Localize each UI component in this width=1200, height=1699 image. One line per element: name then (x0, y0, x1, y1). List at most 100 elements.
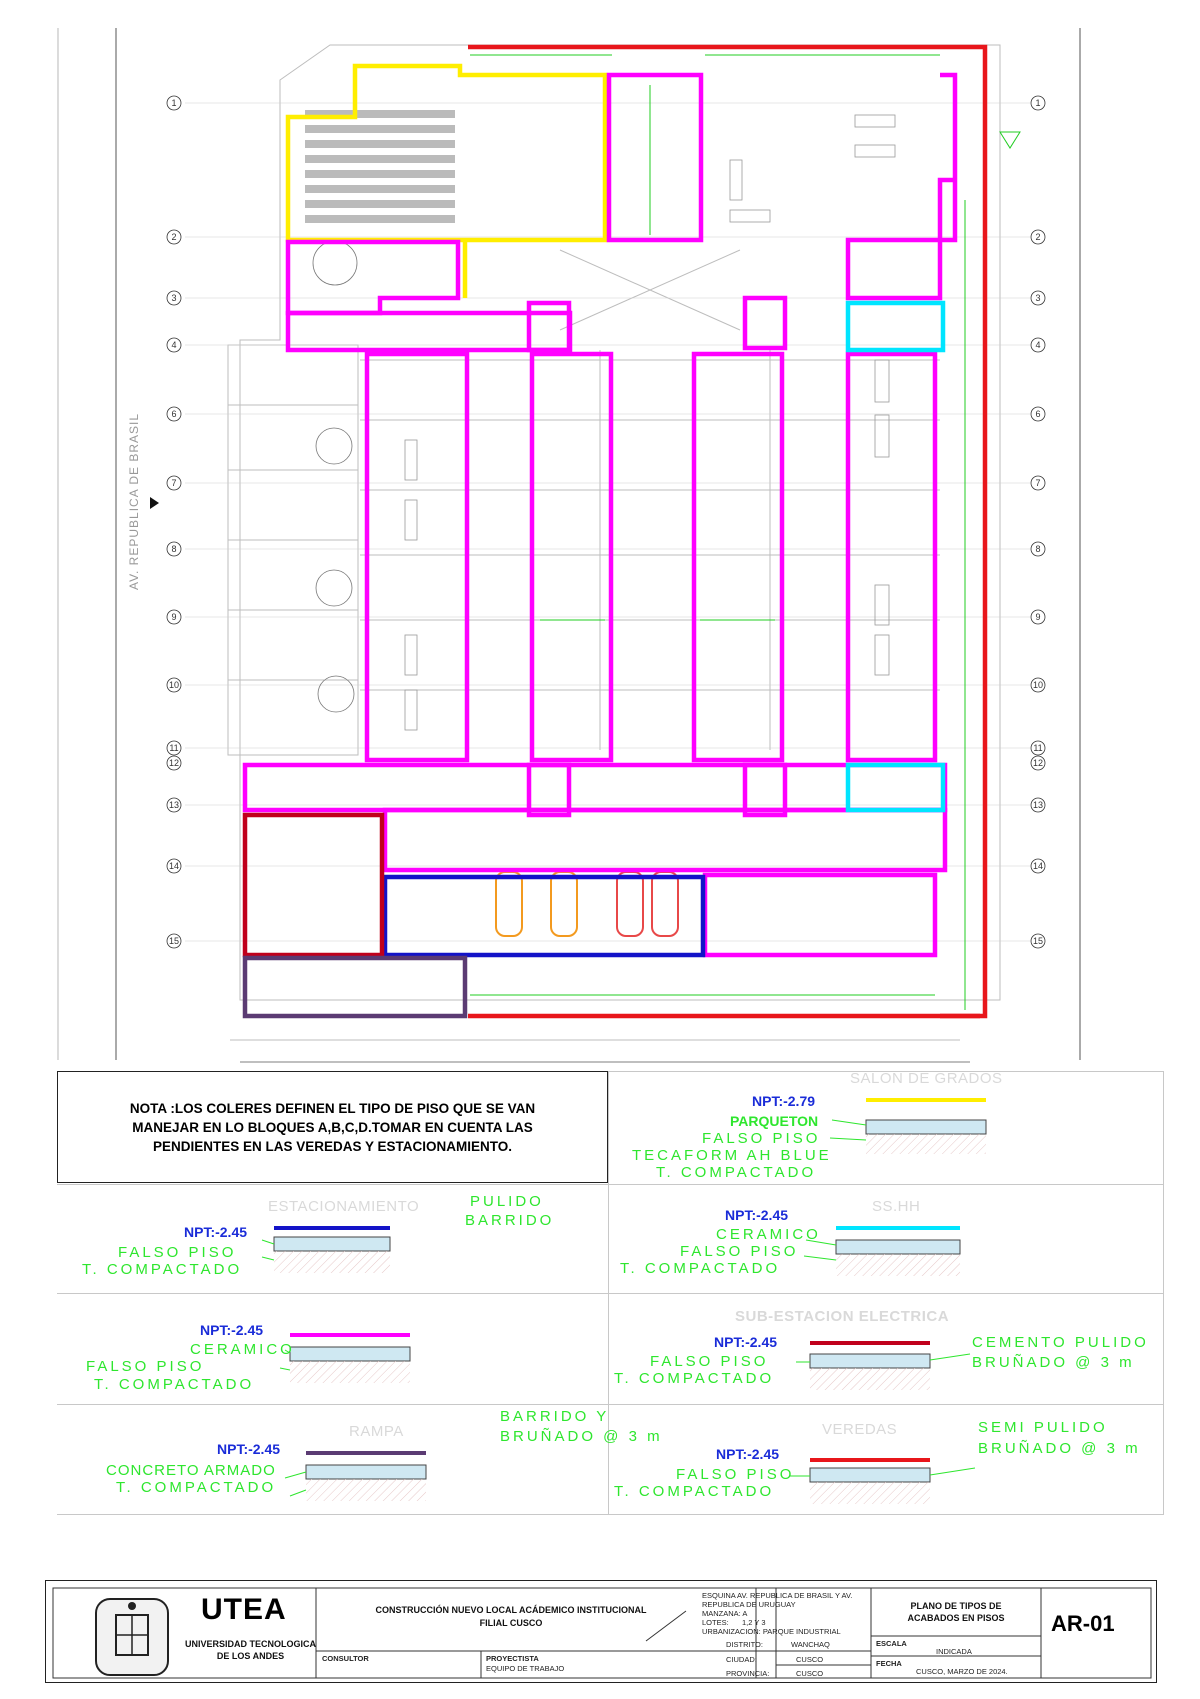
grid-label: 2 (171, 232, 176, 242)
subestacion-finish: CEMENTO PULIDO (972, 1334, 1149, 1351)
estacionamiento-finish: PULIDO (470, 1193, 544, 1210)
fecha-value: CUSCO, MARZO DE 2024. (916, 1667, 1008, 1676)
zone-block (742, 762, 788, 818)
grid-label: 1 (171, 98, 176, 108)
grid-label: 11 (1033, 743, 1042, 753)
sshh-finish: CERAMICO (716, 1226, 821, 1243)
subestacion-section (809, 1353, 931, 1369)
grid-label: 14 (1033, 861, 1043, 871)
university-crest-icon (95, 1598, 169, 1676)
bloques-hatch (290, 1361, 410, 1383)
bloques-finish: CERAMICO (190, 1341, 295, 1358)
zone-block-c (691, 351, 785, 763)
zone-sshh (845, 300, 946, 353)
rampa-hatch (306, 1479, 426, 1501)
sshh-section (835, 1239, 961, 1255)
tree-icon (315, 427, 353, 465)
zone-block-d (845, 351, 938, 763)
salon-layer: T. COMPACTADO (656, 1164, 817, 1181)
sheet-title-line2: ACABADOS EN PISOS (907, 1613, 1005, 1623)
zone-block-b (529, 351, 614, 763)
color-note: NOTA :LOS COLERES DEFINEN EL TIPO DE PIS… (57, 1071, 608, 1183)
title-block: UTEA UNIVERSIDAD TECNOLOGICA DE LOS ANDE… (45, 1580, 1157, 1683)
fecha-label: FECHA (876, 1659, 902, 1668)
provincia-label: PROVINCIA: (726, 1669, 770, 1678)
veredas-layer: FALSO PISO (676, 1466, 795, 1483)
north-arrow-icon (150, 497, 159, 509)
sheet-title-line1: PLANO DE TIPOS DE (910, 1601, 1002, 1611)
subestacion-finish: BRUÑADO @ 3 m (972, 1354, 1135, 1371)
salon-npt: NPT:-2.79 (752, 1093, 816, 1109)
north-marker-icon (999, 131, 1021, 149)
grid-label: 6 (171, 409, 176, 419)
university-name-line1: UNIVERSIDAD TECNOLOGICA (184, 1639, 316, 1649)
rampa-finish: BRUÑADO @ 3 m (500, 1428, 663, 1445)
proyectista-value: EQUIPO DE TRABAJO (486, 1664, 565, 1673)
ciudad-value: CUSCO (796, 1655, 824, 1664)
salon-layer: FALSO PISO (702, 1130, 821, 1147)
zone-block (845, 72, 958, 301)
sshh-hatch (836, 1254, 960, 1276)
grid-label: 11 (169, 743, 178, 753)
address-line1: ESQUINA AV. REPUBLICA DE BRASIL Y AV. (702, 1591, 853, 1600)
furniture (404, 114, 896, 731)
salon-finish: PARQUETON (730, 1113, 819, 1129)
sshh-npt: NPT:-2.45 (725, 1207, 789, 1223)
lotes-value: 1,2 Y 3 (742, 1618, 766, 1627)
zone-sub-estacion (242, 812, 385, 958)
grid-label: 3 (1035, 293, 1040, 303)
estacionamiento-finish: BARRIDO (465, 1212, 555, 1229)
lotes-label: LOTES: (702, 1618, 729, 1627)
grid-label: 13 (1033, 800, 1043, 810)
rampa-section (305, 1464, 427, 1480)
subestacion-layer: T. COMPACTADO (614, 1370, 775, 1387)
veredas-finish: BRUÑADO @ 3 m (978, 1440, 1141, 1457)
rampa-layer: T. COMPACTADO (116, 1479, 277, 1496)
project-title-line1: CONSTRUCCIÓN NUEVO LOCAL ACÁDEMICO INSTI… (375, 1605, 647, 1615)
grid-label: 8 (1035, 544, 1040, 554)
zone-block-a (364, 351, 470, 763)
zone-veredas (468, 44, 988, 1019)
floor-finish-legend (57, 1071, 1164, 1515)
rampa-npt: NPT:-2.45 (217, 1441, 281, 1457)
grid-label: 9 (1035, 612, 1040, 622)
subestacion-layer: FALSO PISO (650, 1353, 769, 1370)
grid-label: 13 (169, 800, 179, 810)
ciudad-label: CIUDAD: (726, 1655, 757, 1664)
bloques-layer: T. COMPACTADO (94, 1376, 255, 1393)
sshh-layer: T. COMPACTADO (620, 1260, 781, 1277)
grid-label: 10 (1033, 680, 1043, 690)
project-title-line2: FILIAL CUSCO (479, 1618, 543, 1628)
grid-label: 12 (169, 758, 179, 768)
grid-label: 4 (1035, 340, 1040, 350)
veredas-hatch (810, 1482, 930, 1504)
bloques-layer: FALSO PISO (86, 1358, 205, 1375)
subestacion-hatch (810, 1368, 930, 1390)
grid-label: 15 (1033, 936, 1043, 946)
finish-sections (261, 1098, 987, 1504)
escala-value: INDICADA (936, 1647, 972, 1656)
salon-section (865, 1119, 987, 1135)
zone-block (526, 300, 572, 353)
dimension-lines (470, 54, 966, 1010)
bloques-npt: NPT:-2.45 (200, 1322, 264, 1338)
zone-block (382, 807, 948, 873)
estacionamiento-section (273, 1236, 391, 1252)
zone-estacionamiento (382, 874, 706, 958)
salon-hatch (866, 1134, 986, 1154)
floor-plan: 1 1 2 2 3 3 4 4 6 6 7 7 8 8 9 9 10 10 11… (57, 28, 1081, 1063)
veredas-title: VEREDAS (822, 1421, 898, 1438)
distrito-label: DISTRITO: (726, 1640, 763, 1649)
consultor-label: CONSULTOR (322, 1654, 369, 1663)
sshh-title: SS.HH (872, 1198, 921, 1215)
estacionamiento-layer: T. COMPACTADO (82, 1261, 243, 1278)
urbanizacion: URBANIZACION: PARQUE INDUSTRIAL (702, 1627, 841, 1636)
estacionamiento-layer: FALSO PISO (118, 1244, 237, 1261)
manzana: MANZANA: A (702, 1609, 748, 1618)
subestacion-npt: NPT:-2.45 (714, 1334, 778, 1350)
zone-block (742, 295, 788, 351)
sheet-number: AR-01 (1051, 1611, 1115, 1636)
zone-salon-de-grados (285, 63, 608, 298)
rampa-finish: BARRIDO Y (500, 1408, 610, 1425)
estacionamiento-hatch (274, 1251, 390, 1273)
